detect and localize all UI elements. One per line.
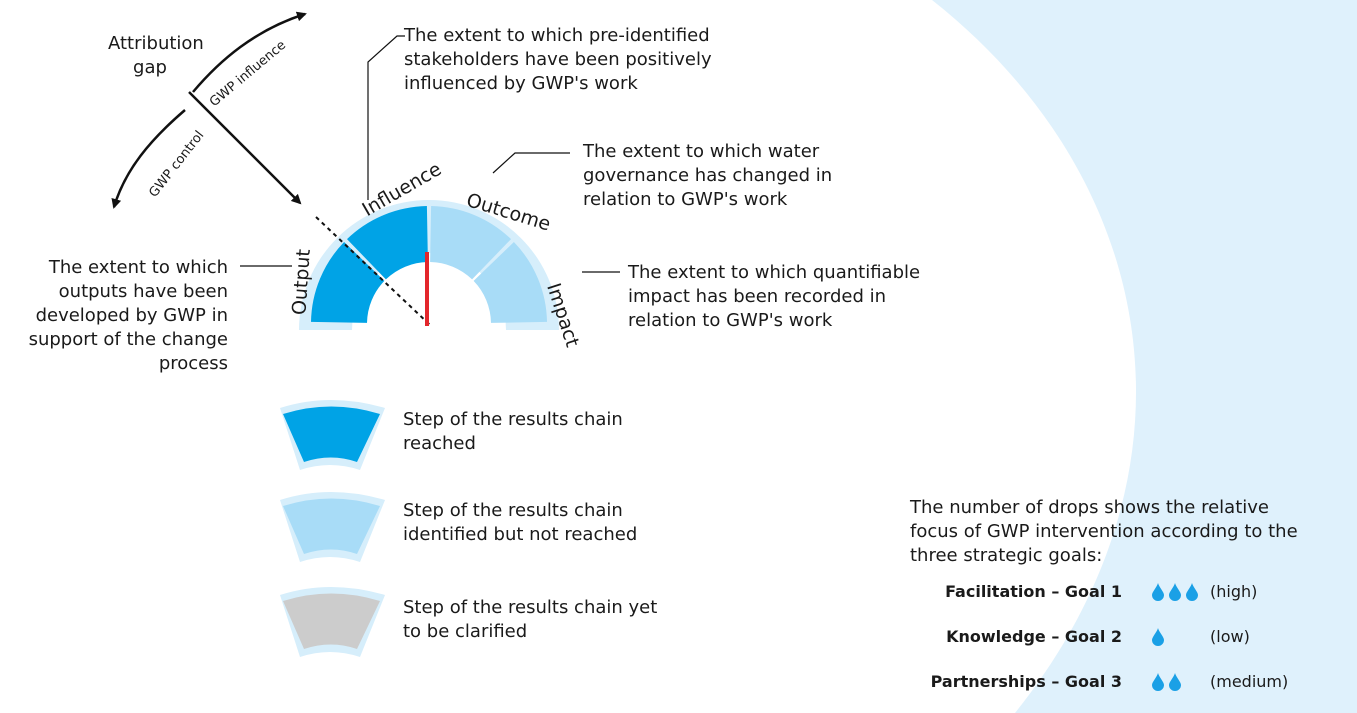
influence-description-line: stakeholders have been positively	[404, 49, 712, 70]
impact-description-line: relation to GWP's work	[628, 310, 833, 331]
influence-description-line: The extent to which pre-identified	[404, 25, 710, 46]
legend-swatches	[280, 400, 385, 657]
gauge-segment-outcome	[430, 206, 511, 280]
legend-text-line: identified but not reached	[403, 524, 638, 545]
drops-note-line: three strategic goals:	[910, 545, 1103, 566]
leader-line-influence	[367, 35, 405, 200]
gauge-segments	[311, 206, 547, 323]
gauge-segment-influence	[347, 206, 428, 280]
gwp-control-arrow	[111, 109, 186, 209]
gauge-segment-output	[311, 242, 385, 323]
water-drop-icon	[1152, 628, 1164, 646]
influence-description: The extent to which pre-identified stake…	[404, 24, 712, 96]
outcome-description-line: The extent to which water	[583, 141, 820, 162]
legend-reached-text: Step of the results chain reached	[403, 408, 623, 456]
drops-note-line: The number of drops shows the relative	[910, 497, 1269, 518]
attribution-dashed-line	[315, 216, 431, 326]
leader-line-outcome	[492, 152, 570, 174]
outcome-description: The extent to which water governance has…	[583, 140, 832, 212]
background-panel	[932, 0, 1357, 713]
legend-text-line: Step of the results chain	[403, 409, 623, 430]
gwp-influence-label: GWP influence	[207, 38, 289, 110]
water-drop-icon	[1152, 583, 1164, 601]
goal-drops	[1152, 583, 1198, 691]
attribution-gap-line2: gap	[133, 57, 167, 78]
impact-description-line: The extent to which quantifiable	[628, 262, 921, 283]
outcome-description-line: governance has changed in	[583, 165, 833, 186]
legend-unclarified-text: Step of the results chain yet to be clar…	[403, 596, 657, 644]
legend-swatch-not-reached	[283, 498, 380, 554]
water-drop-icon	[1152, 673, 1164, 691]
output-description-line: outputs have been	[58, 281, 228, 302]
goal-name: Facilitation – Goal 1	[945, 582, 1122, 601]
legend-text-line: Step of the results chain	[403, 500, 623, 521]
attribution-to-gauge-arrow	[188, 91, 302, 205]
drops-note-line: focus of GWP intervention according to t…	[910, 521, 1298, 542]
drops-note: The number of drops shows the relative f…	[910, 496, 1298, 568]
output-description-line: developed by GWP in	[35, 305, 228, 326]
water-drop-icon	[1169, 583, 1181, 601]
goal-name: Knowledge – Goal 2	[946, 627, 1122, 646]
gwp-influence-arrow	[192, 11, 307, 93]
water-drop-icon	[1169, 673, 1181, 691]
legend-text-line: to be clarified	[403, 621, 528, 642]
output-description: The extent to which outputs have been de…	[0, 256, 228, 376]
output-description-line: process	[158, 353, 228, 374]
impact-description: The extent to which quantifiable impact …	[628, 261, 920, 333]
output-description-line: support of the change	[28, 329, 228, 350]
goal-level: (low)	[1210, 627, 1250, 646]
gauge-segment-impact	[473, 242, 547, 323]
attribution-gap-title: Attribution gap	[108, 32, 204, 80]
outcome-description-line: relation to GWP's work	[583, 189, 788, 210]
legend-not-reached-text: Step of the results chain identified but…	[403, 499, 637, 547]
legend-text-line: reached	[403, 433, 476, 454]
gauge-label-output: Output	[288, 248, 315, 315]
goal-name: Partnerships – Goal 3	[930, 672, 1122, 691]
goal-level: (medium)	[1210, 672, 1289, 691]
legend-swatch-unclarified	[283, 593, 380, 649]
influence-description-line: influenced by GWP's work	[404, 73, 638, 94]
output-description-line: The extent to which	[48, 257, 228, 278]
impact-description-line: impact has been recorded in	[628, 286, 887, 307]
legend-swatch-reached	[283, 406, 380, 462]
legend-text-line: Step of the results chain yet	[403, 597, 658, 618]
water-drop-icon	[1186, 583, 1198, 601]
goal-level: (high)	[1210, 582, 1258, 601]
attribution-gap-line1: Attribution	[108, 33, 204, 54]
